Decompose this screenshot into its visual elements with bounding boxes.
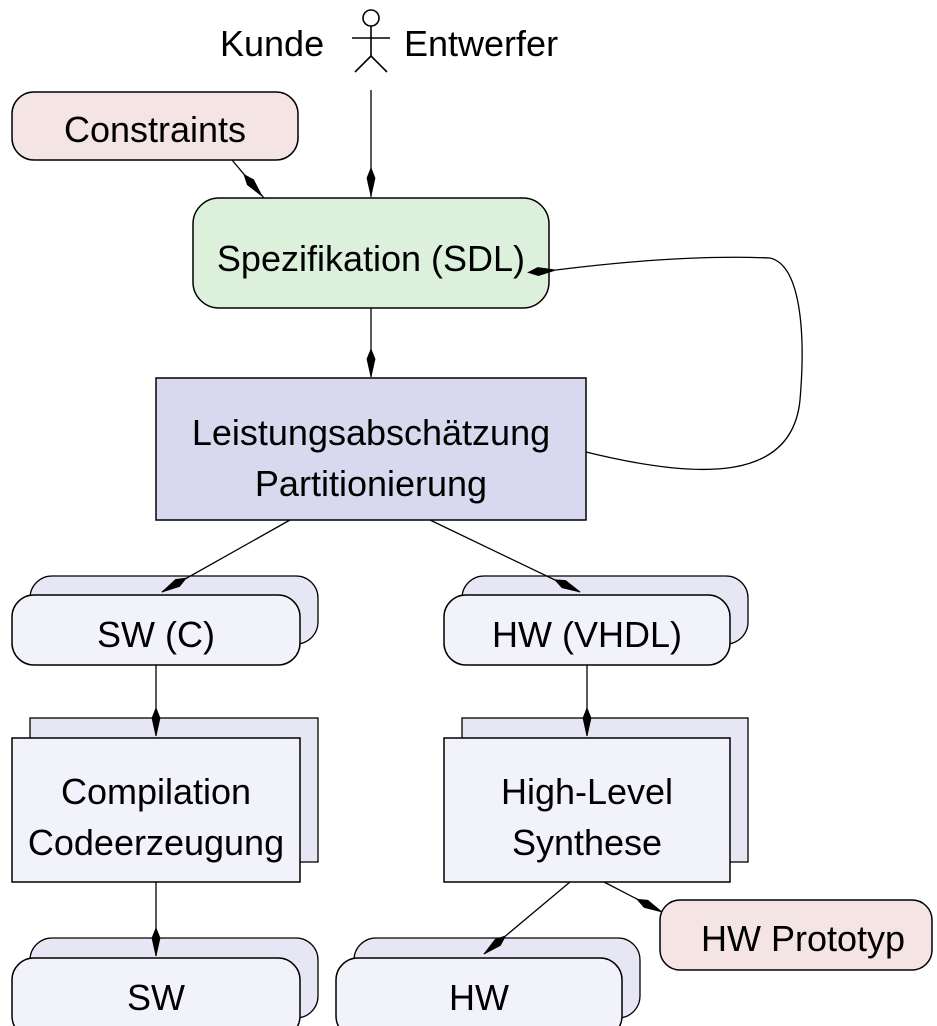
sw-label: SW — [127, 977, 185, 1018]
hw-label: HW — [449, 977, 509, 1018]
highlevel-label-line1: High-Level — [501, 771, 673, 812]
compilation-node: Compilation Codeerzeugung — [11, 717, 319, 883]
arrowhead-actor-spezifikation — [366, 166, 376, 197]
partitionierung-box — [155, 377, 587, 521]
constraints-label: Constraints — [64, 109, 246, 150]
partitionierung-node: Leistungsabschätzung Partitionierung — [155, 377, 587, 521]
hw-node: HW — [335, 937, 641, 1026]
partitionierung-label-line1: Leistungsabschätzung — [192, 412, 550, 453]
actor-leg-left — [354, 55, 372, 73]
hw-vhdl-node: HW (VHDL) — [443, 575, 749, 666]
compilation-label-line1: Compilation — [61, 771, 251, 812]
actor-head — [362, 9, 380, 27]
compilation-label-line2: Codeerzeugung — [28, 822, 284, 863]
constraints-node: Constraints — [11, 91, 299, 161]
arrowhead-highlevel-hw — [483, 935, 507, 955]
arrowhead-spezifikation-partitionierung — [366, 347, 376, 378]
arrowhead-partition-hw-vhdl — [553, 579, 581, 593]
arrowhead-partition-sw-c — [161, 577, 188, 593]
arrowheads — [151, 166, 663, 957]
edge-partitionierung-feedback-to-spezifikation — [555, 256, 803, 471]
highlevel-synthese-node: High-Level Synthese — [443, 717, 749, 883]
arrowhead-constraints-spezifikation — [243, 173, 263, 197]
highlevel-box — [443, 737, 731, 883]
actor-label-kunde: Kunde — [220, 23, 324, 64]
hw-prototyp-label: HW Prototyp — [701, 918, 905, 959]
hw-prototyp-box — [659, 899, 933, 971]
arrowhead-highlevel-prototyp — [636, 898, 663, 913]
sw-node: SW — [11, 937, 319, 1026]
arrowhead-feedback-spezifikation — [527, 267, 557, 276]
sw-c-node: SW (C) — [11, 575, 319, 666]
arrowhead-sw-c-compilation — [151, 706, 161, 737]
hw-box — [335, 957, 623, 1026]
spezifikation-label: Spezifikation (SDL) — [217, 238, 525, 279]
spezifikation-node: Spezifikation (SDL) — [192, 197, 550, 309]
highlevel-label-line2: Synthese — [512, 822, 662, 863]
sw-box — [11, 957, 301, 1026]
partitionierung-label-line2: Partitionierung — [255, 463, 487, 504]
sw-c-label: SW (C) — [97, 614, 215, 655]
arrowhead-compilation-sw — [151, 926, 161, 957]
actor-figure — [352, 9, 390, 73]
hw-vhdl-label: HW (VHDL) — [492, 614, 682, 655]
actor-leg-right — [370, 55, 388, 73]
actor-label-entwerfer: Entwerfer — [404, 23, 558, 64]
constraints-box — [11, 91, 299, 161]
hw-prototyp-node: HW Prototyp — [659, 899, 933, 971]
compilation-box — [11, 737, 301, 883]
arrowhead-hw-vhdl-highlevel — [582, 706, 592, 737]
